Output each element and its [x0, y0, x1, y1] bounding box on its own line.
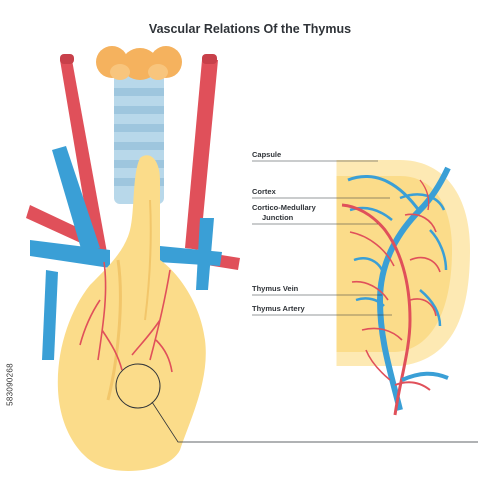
magnified-area-circle: [115, 363, 161, 409]
left-lower-vein: [42, 270, 58, 360]
diagram-title: Vascular Relations Of the Thymus: [148, 22, 352, 36]
left-brachiocephalic-vein: [30, 240, 110, 268]
right-carotid-artery: [185, 60, 218, 250]
label-thymus-vein: Thymus Vein: [252, 284, 299, 293]
left-jugular-vein: [52, 146, 100, 252]
left-carotid-artery: [60, 60, 108, 262]
stock-id: 583090268: [5, 363, 15, 406]
label-thymus-artery: Thymus Artery: [252, 304, 305, 313]
magnifier-leader-line: [151, 401, 478, 443]
label-cortico-medullary-line1: Cortico-Medullary: [252, 203, 317, 212]
lobule-detail: [335, 160, 470, 416]
thymus-gland: [57, 155, 206, 471]
label-cortex: Cortex: [252, 187, 277, 196]
right-brachiocephalic-vein: [158, 246, 222, 266]
label-cortico-medullary-line2: Junction: [262, 213, 294, 222]
thyroid-gland: [96, 46, 182, 80]
label-capsule: Capsule: [252, 150, 281, 159]
